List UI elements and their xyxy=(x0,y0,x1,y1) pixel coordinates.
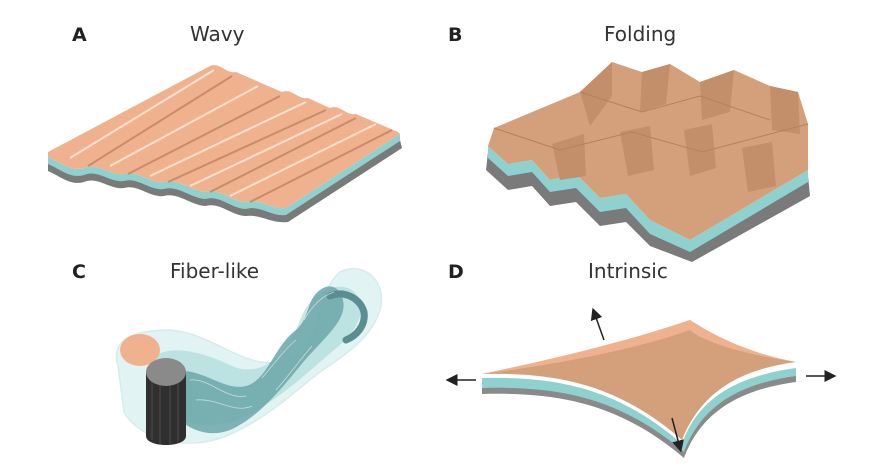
wavy-sheet-illustration xyxy=(48,65,402,223)
panel-c-letter: C xyxy=(72,261,86,283)
stretch-arrows xyxy=(445,307,837,453)
panel-a-title: Wavy xyxy=(190,22,245,46)
panel-a-letter: A xyxy=(72,24,87,46)
intrinsic-curvature-illustration xyxy=(445,307,837,458)
panel-d-title: Intrinsic xyxy=(588,259,668,283)
fiber-like-illustration xyxy=(115,267,383,445)
folding-sheet-illustration xyxy=(486,62,810,262)
panel-d-letter: D xyxy=(448,261,464,283)
panel-b-letter: B xyxy=(448,24,463,46)
panel-b-title: Folding xyxy=(604,22,677,46)
panel-c-title: Fiber-like xyxy=(170,259,260,283)
